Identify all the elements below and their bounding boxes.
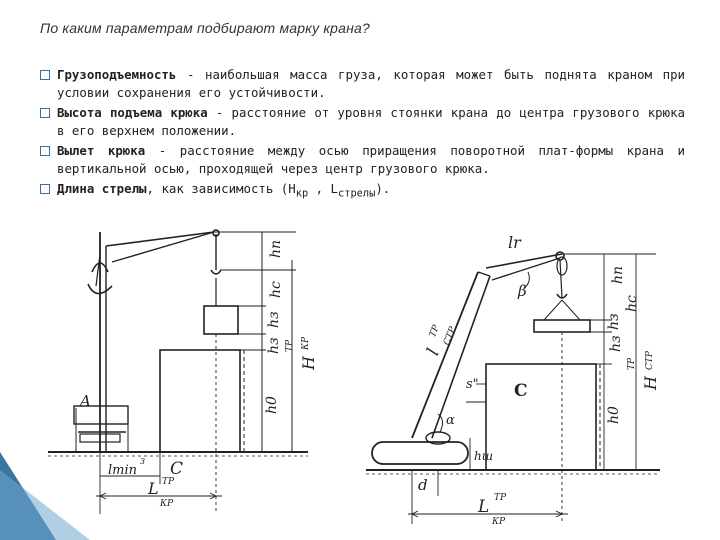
checkbox-bullet-icon [40, 70, 50, 80]
label-left-L-sup: ТР [162, 477, 175, 487]
label-left-L: L [147, 479, 159, 498]
text-boom-end: ). [375, 181, 391, 196]
label-right-H: H [641, 375, 660, 391]
label-right-L-sub: КР [491, 517, 506, 527]
term-boom-length: Длина стрелы [57, 181, 147, 196]
bullet-capacity: Грузоподъемность - наибольшая масса груз… [40, 66, 685, 101]
label-right-boom: l [423, 346, 444, 359]
label-left-hz-lower: hз [266, 337, 282, 354]
term-hook-height: Высота подъема крюка [57, 105, 208, 120]
term-hook-reach: Вылет крюка [57, 143, 146, 158]
bullet-list: Грузоподъемность - наибольшая масса груз… [40, 66, 685, 206]
text-boom-mid: , L [308, 181, 339, 196]
label-right-hz-upper: hз [606, 313, 622, 330]
label-right-H-sup: ТР [627, 357, 637, 370]
label-left-L-sub: КР [159, 499, 174, 509]
label-left-lmin: lmin [108, 463, 137, 478]
label-right-C: C [514, 381, 528, 401]
label-left-A: A [78, 392, 91, 410]
label-left-lmin-sup: 3 [140, 457, 145, 466]
text-capacity: - наибольшая масса груза, которая может … [57, 67, 685, 100]
label-right-h0: h0 [606, 406, 622, 424]
label-right-L: L [477, 497, 489, 517]
slide-title: По каким параметрам подбирают марку кран… [40, 20, 371, 36]
label-right-alpha: α [446, 413, 455, 428]
checkbox-bullet-icon [40, 184, 50, 194]
label-right-hsh: hш [474, 449, 493, 463]
right-diagram-labels: lr β hп hс hз hз h0 H ТР СТР l ТР СТР s"… [418, 233, 660, 527]
label-right-H-sub: СТР [645, 350, 655, 370]
term-capacity: Грузоподъемность [57, 67, 177, 82]
bullet-hook-height: Высота подъема крюка - расстояние от уро… [40, 104, 685, 139]
label-right-hz-lower: hз [608, 335, 624, 352]
text-hook-height: - расстояние от уровня стоянки крана до … [57, 105, 685, 138]
label-right-beta: β [517, 282, 527, 300]
label-right-s: s" [466, 377, 479, 392]
label-left-hc: hс [268, 281, 284, 298]
checkbox-bullet-icon [40, 146, 50, 156]
label-right-d: d [418, 476, 428, 494]
label-left-hz-upper: hз [266, 311, 282, 328]
left-diagram-labels: hп hс hз hз h0 H ТР КР A lmin 3 C L ТР К… [78, 240, 318, 509]
right-crane-drawing [366, 251, 660, 524]
label-left-C: C [170, 459, 183, 479]
label-left-h0: h0 [264, 396, 280, 414]
label-left-H-sup: ТР [285, 339, 295, 352]
crane-diagram: hп hс hз hз h0 H ТР КР A lmin 3 C L ТР К… [48, 229, 660, 527]
sub-kr: кр [295, 187, 309, 200]
bullet-boom-length: Длина стрелы, как зависимость (Hкр , Lст… [40, 180, 685, 203]
label-right-L-sup: ТР [494, 493, 507, 503]
checkbox-bullet-icon [40, 108, 50, 118]
label-left-H: H [299, 355, 318, 371]
label-right-hc: hс [624, 295, 640, 312]
text-hook-reach: - расстояние между осью приращения повор… [57, 143, 686, 176]
text-boom-length: , как зависимость (H [146, 181, 296, 196]
label-left-H-sub: КР [301, 336, 311, 351]
sub-strely: стрелы [338, 187, 376, 200]
bullet-hook-reach: Вылет крюка - расстояние между осью прир… [40, 142, 685, 177]
label-right-hn: hп [610, 266, 626, 284]
left-crane-drawing [48, 229, 308, 514]
label-left-hn: hп [268, 240, 284, 258]
label-right-boom-sup: ТР [428, 323, 442, 339]
label-right-lr: lr [508, 233, 522, 252]
